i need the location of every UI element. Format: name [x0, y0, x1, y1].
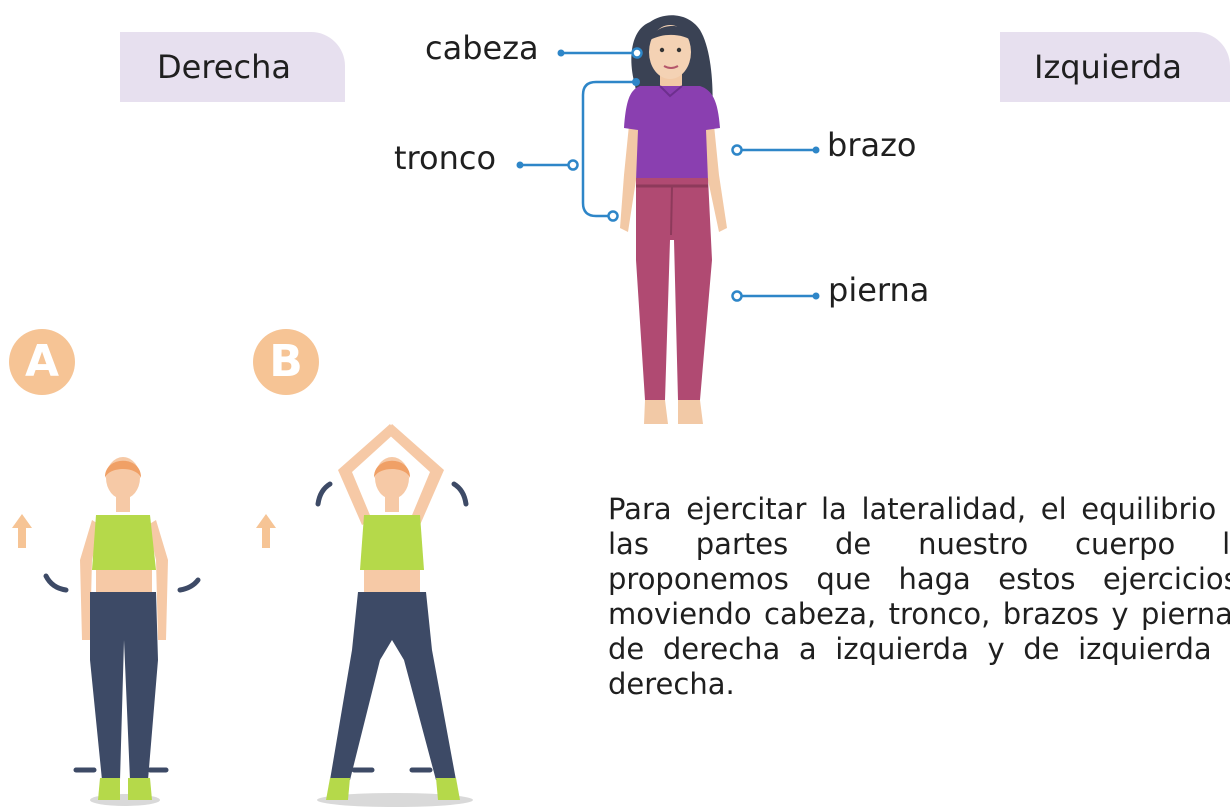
instruction-paragraph: Para ejercitar la lateralidad, el equili…: [608, 492, 1230, 701]
label-cabeza: cabeza: [425, 29, 539, 67]
tag-derecha-label: Derecha: [157, 48, 291, 86]
tag-izquierda: Izquierda: [1000, 32, 1230, 102]
label-pierna: pierna: [828, 271, 930, 309]
callout-brazo: [731, 144, 820, 156]
exercise-b-badge: B: [253, 329, 319, 395]
callout-cabeza: [557, 47, 643, 59]
exercise-b-figure: [256, 424, 473, 807]
tag-derecha: Derecha: [120, 32, 345, 102]
label-brazo: brazo: [827, 126, 917, 164]
label-tronco: tronco: [394, 139, 497, 177]
woman-figure: [620, 15, 727, 424]
callout-pierna: [731, 290, 820, 302]
exercise-a-figure: [12, 457, 201, 806]
exercise-a-badge: A: [9, 329, 75, 395]
tag-izquierda-label: Izquierda: [1034, 48, 1182, 86]
callout-tronco: [516, 78, 640, 222]
